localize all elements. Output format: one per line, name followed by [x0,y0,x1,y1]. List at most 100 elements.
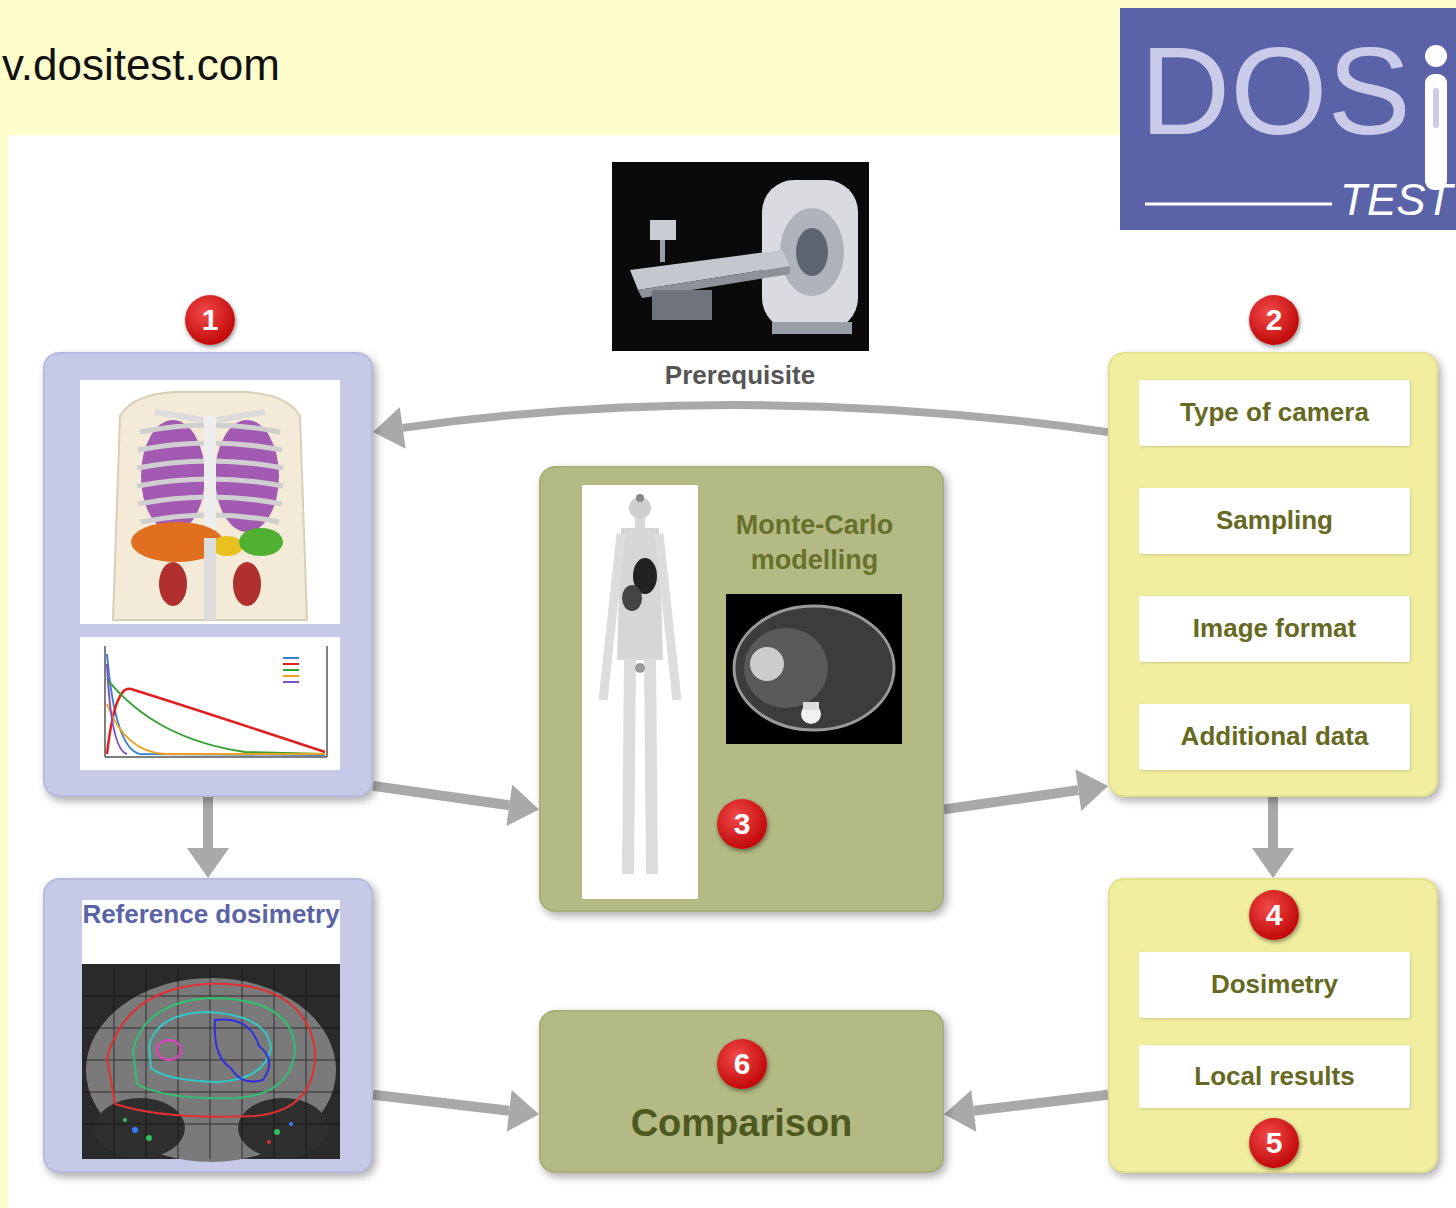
illustration-part [204,538,216,620]
arrow-head [1252,848,1294,878]
illustration-part [780,208,844,296]
illustration-part [107,664,127,754]
illustration-part [326,646,328,757]
arrow-line [944,790,1078,809]
callout-number: 5 [1249,1118,1299,1168]
illustration-part [582,485,698,899]
illustration-part [146,1135,152,1141]
illustration-part [204,416,216,534]
step-panel: Reference dosimetry [43,878,373,1173]
illustration-part [652,290,712,320]
illustration-part [86,978,336,1162]
flow-arrow [944,769,1108,811]
illustration-part [132,1127,138,1133]
illustration-part [95,1098,185,1158]
flow-arrow [373,784,539,826]
illustration-part [1433,88,1439,128]
illustration-part [82,996,340,997]
result-box: Dosimetry [1139,952,1410,1018]
box-label: Sampling [1147,506,1402,536]
parameter-box: Image format [1139,596,1410,662]
parameter-box: Additional data [1139,704,1410,770]
illustration-part [210,964,211,1159]
website-address: v.dositest.com [2,40,402,90]
illustration-part [82,1060,340,1061]
step-panel: 1 [43,352,373,797]
illustration-part [603,534,621,700]
illustration-part [635,663,645,673]
flow-arrow [373,1090,539,1132]
illustration-part [107,679,325,754]
arrow-head [373,407,406,449]
illustration-part [105,756,327,758]
result-box: Local results [1139,1045,1410,1108]
illustration-part [146,964,147,1159]
callout-number: 6 [717,1039,767,1089]
illustration-part [178,964,179,1159]
box-label: Type of camera [1147,398,1402,428]
illustration-part [113,392,307,620]
illustration-part [82,1092,340,1093]
illustration-part [772,322,852,334]
illustration-part [80,637,340,770]
flow-arrow [1252,797,1294,878]
callout-number: 3 [717,799,767,849]
illustration-part [659,534,677,700]
illustration-part [750,647,784,681]
illustration-part [628,658,630,874]
arrow-line [373,1095,509,1111]
illustration-part [283,663,299,665]
box-label: Local results [1147,1062,1402,1092]
illustration-part [289,1122,293,1126]
callout-number: 2 [1249,295,1299,345]
arrow-line [203,797,213,848]
arrow-line [373,786,509,805]
illustration-part [238,1098,328,1158]
step-panel: 2Type of cameraSamplingImage formatAddit… [1108,352,1438,797]
illustration-part [107,984,315,1117]
illustration-part [306,964,307,1159]
illustration-part [1425,45,1447,67]
arrow-line [403,405,1108,432]
process-panel: Monte-Carlo modelling3 [539,466,944,912]
flow-arrow [944,1090,1108,1132]
illustration-part [159,562,187,606]
illustration-part [803,702,819,710]
illustration-part [274,1129,280,1135]
illustration-part [283,675,299,677]
illustration-part [796,228,828,276]
gamma-camera-photo [612,162,869,351]
callout-number: 1 [185,295,235,345]
box-label: Additional data [1147,722,1402,752]
illustration-part [82,1124,340,1125]
illustration-part [123,1118,127,1122]
process-panel: 6Comparison [539,1010,944,1173]
illustration-part [622,585,642,611]
illustration-part [267,1140,271,1144]
illustration-part [726,594,902,744]
logo-text: DOS [1140,28,1430,153]
illustration-part [283,669,299,671]
illustration-part [217,412,265,420]
logo-subtext: TEST [1340,178,1452,222]
step-panel: 45DosimetryLocal results [1108,878,1438,1173]
illustration-part [104,646,106,757]
arrow-head [1075,769,1108,811]
anatomy-and-kinetics [45,354,375,799]
illustration-part [1425,74,1447,190]
panel-title: Reference dosimetry [82,900,340,930]
arrow-head [507,1090,539,1132]
image-caption: Prerequisite [620,360,860,391]
illustration-part [734,606,894,730]
illustration-part [650,658,652,874]
flow-arrow [373,405,1108,449]
illustration-part [283,657,299,659]
illustration-part [744,628,828,708]
arrow-head [506,784,539,826]
arrow-line [974,1095,1108,1111]
illustration-part [239,528,283,556]
illustration-part [149,1012,271,1082]
logo-box: DOS TEST [1120,8,1456,230]
illustration-part [82,900,340,964]
